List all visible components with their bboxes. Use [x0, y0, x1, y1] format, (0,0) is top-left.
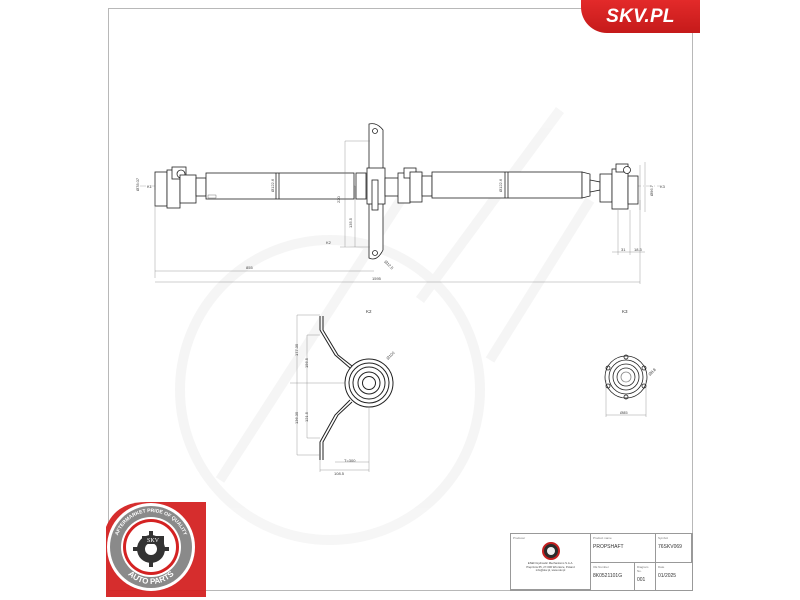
brand-name: SKV.PL [606, 5, 675, 27]
svg-text:31: 31 [621, 247, 626, 252]
svg-text:Ø100: Ø100 [385, 350, 396, 361]
svg-text:1595: 1595 [372, 276, 382, 281]
tb-diagram-cell: Diagram No. 001 [635, 563, 655, 590]
tb-symbol-cell: Symbol 76SKV069 [656, 534, 692, 563]
seal-center-text: SKV [147, 538, 160, 544]
svg-text:177.35: 177.35 [294, 343, 299, 356]
tb-date: 01/2025 [658, 573, 677, 579]
tb-diagram-no: 001 [637, 577, 646, 583]
k3-view-label: K3 [622, 309, 628, 314]
svg-text:Ø12.5: Ø12.5 [383, 259, 395, 271]
tb-diagram-no-label: Diagram No. [637, 565, 649, 573]
producer-logo-icon [541, 542, 560, 560]
company-line-2: Pieprzów 65, 27-600 Wronisze, Poland [526, 564, 575, 569]
tb-symbol: 76SKV069 [658, 544, 682, 550]
title-block: Producer ESEN Hydraulic Mechanisms S.A.A… [510, 533, 693, 591]
tb-product-name-label: Product name [593, 536, 612, 540]
svg-text:K2: K2 [326, 240, 332, 245]
k2-bearing-view [319, 316, 394, 460]
svg-text:18.3: 18.3 [634, 247, 643, 252]
company-line-3: info@skv.pl, www.skv.pl [535, 568, 566, 573]
company-line-1: ESEN Hydraulic Mechanisms S.A.A. [527, 561, 574, 565]
tb-producer-cell: Producer ESEN Hydraulic Mechanisms S.A.A… [511, 534, 591, 590]
svg-text:220: 220 [336, 196, 341, 203]
tb-oe-diagram-cell: OE Number 8K0521101G Diagram No. 001 [591, 563, 656, 590]
svg-text:K3: K3 [660, 184, 666, 189]
tb-date-label: Date [658, 565, 665, 569]
svg-text:T=300: T=300 [344, 458, 356, 463]
svg-text:Ø96.7: Ø96.7 [649, 184, 654, 196]
tb-symbol-label: Symbol [658, 536, 669, 540]
tb-oe-number: 8K0521101G [593, 573, 623, 579]
k3-dimension-labels: Ø8.8 Ø85 [620, 366, 657, 415]
svg-text:Ø78.07: Ø78.07 [135, 177, 140, 191]
svg-text:Ø85: Ø85 [620, 410, 628, 415]
main-view-dimension-labels: Ø78.07 K1 Ø122.6 Ø122.6 220 135.5 K2 Ø12… [135, 177, 666, 281]
svg-text:Ø8.8: Ø8.8 [647, 366, 657, 376]
k3-flange-view [604, 354, 648, 400]
drawing-frame [108, 8, 693, 591]
tb-date-cell: Date 01/2025 [656, 563, 692, 590]
svg-text:156.5: 156.5 [304, 357, 309, 368]
svg-text:135.5: 135.5 [348, 217, 353, 228]
tb-oe-number-label: OE Number [593, 565, 609, 569]
propshaft-main-view [140, 123, 660, 260]
k2-view-label: K2 [366, 309, 372, 314]
svg-text:855: 855 [246, 265, 253, 270]
svg-text:Ø122.6: Ø122.6 [498, 178, 503, 192]
tb-product-name-cell: Product name PROPSHAFT [591, 534, 656, 563]
svg-text:Ø122.6: Ø122.6 [270, 178, 275, 192]
k2-dimension-labels: 177.35 156.5 136.35 121.5 Ø100 T=300 108… [294, 343, 396, 476]
main-view-dimensions [154, 140, 646, 284]
svg-text:121.5: 121.5 [304, 411, 309, 422]
svg-text:K1: K1 [147, 184, 153, 189]
tb-oe-cell: OE Number 8K0521101G [591, 563, 635, 590]
quality-seal: SKV AFTERMARKET PRIDE OF QUALITY AUTO PA… [106, 502, 206, 597]
k2-dimensions [290, 314, 370, 472]
tb-product-name: PROPSHAFT [593, 544, 624, 550]
svg-text:136.35: 136.35 [294, 411, 299, 424]
svg-text:108.5: 108.5 [334, 471, 345, 476]
k3-dimensions [605, 380, 647, 417]
tb-producer-label: Producer [513, 536, 526, 540]
seal-center-badge [142, 536, 164, 544]
tb-company-info: ESEN Hydraulic Mechanisms S.A.A. Pieprzó… [526, 561, 575, 573]
brand-badge[interactable]: SKV.PL [581, 0, 700, 33]
